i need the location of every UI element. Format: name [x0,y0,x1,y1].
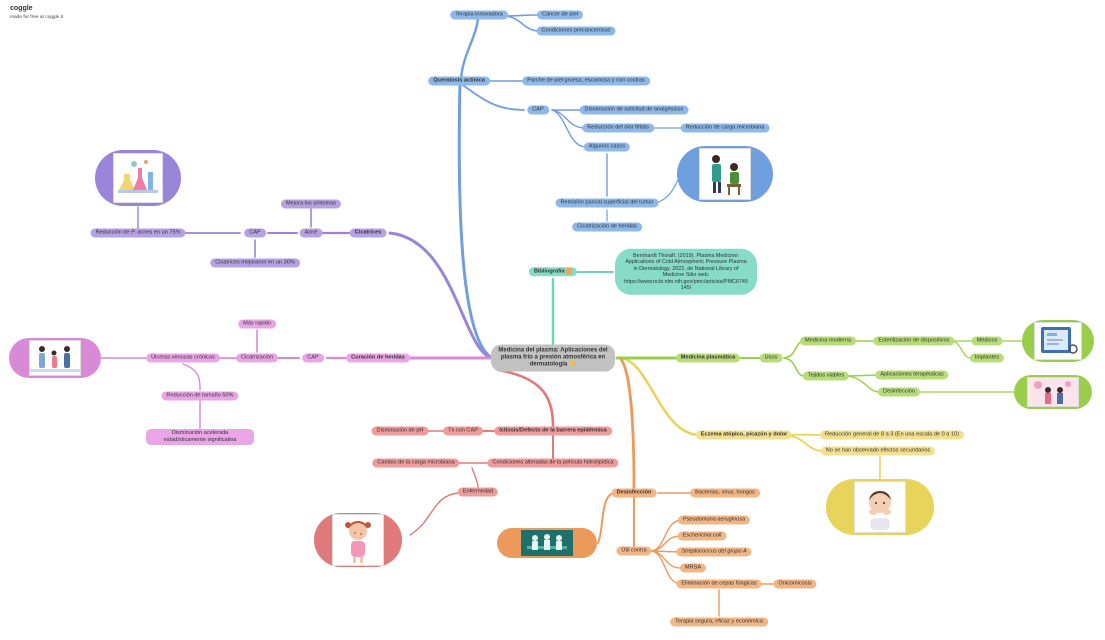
tablet-care-icon [1041,327,1078,354]
itchy-skin-person-icon [869,491,891,530]
node-curacion-heridas[interactable]: Curación de heridas [346,353,410,363]
node-disminucion-analgesicos[interactable]: Disminución de solicitud de analgésicos [579,105,689,115]
node-eczema[interactable]: Eczema atópico, picazón y dolor [695,430,793,440]
node-condiciones-precancerosas[interactable]: Condiciones precancerosas [536,26,616,36]
node-reduccion-olor[interactable]: Reducción del olor fétido [582,123,654,133]
node-enfermedad[interactable]: Enfermedad [457,487,499,497]
node-medicos[interactable]: Médicos [971,336,1003,346]
node-streptococcus[interactable]: Streptococcus del grupo A [676,547,752,557]
node-reduccion-general[interactable]: Reducción general de 8 a 3 (En una escal… [819,430,965,440]
node-tx-cap[interactable]: Tx con CAP [443,426,483,436]
node-reduccion-acnes[interactable]: Reducción de P. acnes en un 75% [90,228,186,238]
image-family[interactable] [9,338,101,378]
node-no-efectos[interactable]: No se han observado efectos secundarios [820,446,936,456]
node-acne[interactable]: Acné [299,228,323,238]
node-cap-cicatrices[interactable]: CAP [244,228,266,238]
node-ulceras-venosas[interactable]: Úlceras venosas crónicas [146,353,220,363]
image-acne-girl[interactable] [314,513,402,567]
node-desinfeccion[interactable]: Desinfección [611,488,657,498]
node-medicina-plasmatica[interactable]: Medicina plasmática [675,353,741,363]
node-eliminacion-cepas[interactable]: Eliminación de cepas fúngicas [676,579,762,589]
node-usos[interactable]: Usos [759,353,783,363]
acne-girl-icon [345,521,371,563]
image-lab-flasks[interactable] [95,150,181,206]
node-disminucion-acelerada[interactable]: Disminución acelerada estadísticamente s… [146,429,254,445]
node-medicina-moderna[interactable]: Medicina moderna [799,336,857,346]
family-icon [30,346,80,372]
doctor-patient-icon [712,155,741,195]
node-bacterias-virus-hongos[interactable]: Bacterias, virus, hongos [690,488,760,498]
node-pseudomona[interactable]: Pseudomona aeruginosa [677,515,751,525]
node-remision-parcial[interactable]: Remisión parcial superficial del tumor [555,198,659,208]
bibliografia-url[interactable]: https://www.ncbi.nlm.nih.gov/pmc/article… [624,278,748,291]
book-icon [566,268,573,275]
node-reduccion-carga[interactable]: Reducción de carga microbiana [680,123,770,133]
image-lab-team[interactable] [497,528,597,558]
node-implantes[interactable]: Implantes [969,353,1005,363]
made-with-coggle[interactable]: made for free at coggle.it [10,15,64,20]
node-condiciones-alteradas[interactable]: Condiciones alteradas de la película hid… [487,458,619,468]
node-cicatrizacion-heridas[interactable]: Cicatrización de heridas [572,222,642,232]
image-doctor-patient[interactable] [677,146,773,202]
node-esterilizacion[interactable]: Esterilización de dispositivos [873,336,955,346]
node-terapia-innovadora[interactable]: Terapia innovadora [450,10,508,20]
node-queratosis-actinica[interactable]: Queratosis actínica [428,76,490,86]
node-mrsa[interactable]: MRSA [679,563,707,573]
node-terapia-segura[interactable]: Terapia segura, eficaz y económica [670,617,768,627]
node-mas-rapido[interactable]: Más rapido [238,319,276,329]
node-cap-heridas[interactable]: CAP [302,353,324,363]
node-parche-piel[interactable]: Parche de piel gruesa, escamosa y con co… [522,76,650,86]
central-topic-label: Medicina del plasma: Aplicaciones del pl… [498,347,608,368]
lab-flask-icon [118,160,158,193]
node-bibliografia-referencia[interactable]: Bernhardt Thoralf. (2019). Plasma Medici… [615,248,757,296]
node-algunos-casos[interactable]: Algunos casos [583,142,631,152]
node-cap-queratosis[interactable]: CAP [527,105,549,115]
node-cicatrices-mejoraron[interactable]: Cicatrices mejoraron en un 30% [210,258,300,268]
node-cicatrices[interactable]: Cicatrices [349,228,387,238]
node-tejidos-viables[interactable]: Tejidos viables [802,371,850,381]
node-mejora-sintomas[interactable]: Mejora los síntomas [280,199,342,209]
bibliografia-texto: Bernhardt Thoralf. (2019). Plasma Medici… [625,252,747,278]
node-bibliografia[interactable]: Bibliografía [528,267,578,277]
medical-lab-icon [1028,378,1078,406]
coggle-logo[interactable]: coggle [10,5,33,12]
pointing-finger-icon: 👉 [568,361,577,368]
node-cicatrizacion[interactable]: Cicatrización [235,353,279,363]
node-disminucion-ph[interactable]: Disminución de pH [371,426,429,436]
node-onicomicosis[interactable]: Onicomicosis [773,579,817,589]
node-util-contra[interactable]: Útil contra [616,546,652,556]
node-aplicaciones-terapeuticas[interactable]: Aplicaciones terapéuticas [875,370,949,380]
central-topic[interactable]: Medicina del plasma: Aplicaciones del pl… [491,344,615,372]
node-ictiosis[interactable]: Ictiosis/Defecto de la barrera epidérmic… [494,426,612,436]
image-itchy-skin[interactable] [826,479,934,535]
node-reduccion-tamano[interactable]: Reducción de tamaño 50% [161,391,239,401]
lab-team-icon [527,534,567,550]
node-cancer-piel[interactable]: Cáncer de piel [536,10,584,20]
image-tablet-care[interactable] [1022,320,1094,362]
node-desinfeccion-medicina[interactable]: Desinfección [877,387,921,397]
image-medical-lab[interactable] [1014,375,1092,409]
node-escherichia[interactable]: Escherichia coli [677,531,727,541]
node-cambio-carga[interactable]: Cambio de la carga microbiana [372,458,460,468]
bibliografia-label: Bibliografía [533,268,565,275]
